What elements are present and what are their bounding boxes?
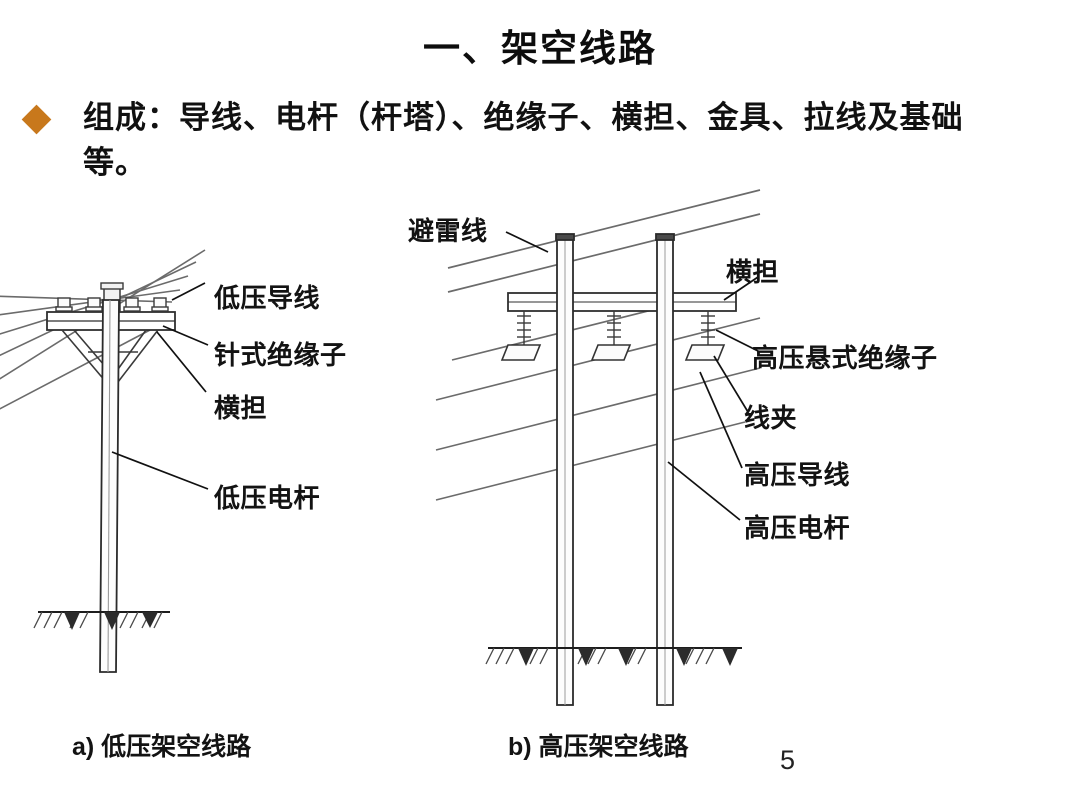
label-crossarm-a: 横担 [214, 393, 268, 423]
diamond-bullet-icon [21, 104, 52, 135]
figure-b-drawing [435, 189, 761, 706]
page-number: 5 [780, 745, 796, 775]
label-line-clamp: 线夹 [744, 403, 798, 433]
figure-b-leader-lines [505, 231, 761, 521]
figure-a-caption: a) 低压架空线路 [72, 733, 252, 761]
label-pin-insulator: 针式绝缘子 [214, 340, 347, 370]
label-lightning-protection-wire: 避雷线 [408, 216, 488, 246]
suspension-insulator-2 [590, 311, 632, 361]
figure-b-ground-hatch [485, 647, 738, 666]
suspension-insulator-3 [684, 311, 726, 361]
figure-b-pole-2 [655, 233, 675, 706]
figure-a-leader-lines [111, 282, 209, 490]
label-high-voltage-suspension-insulator: 高压悬式绝缘子 [752, 343, 938, 373]
figure-a-pin-insulators [55, 282, 169, 313]
label-low-voltage-conductor: 低压导线 [214, 283, 321, 313]
figure-b-crossarm [507, 292, 737, 312]
lightning-protection-wire [447, 189, 761, 293]
figure-b-caption: b) 高压架空线路 [508, 733, 689, 761]
figure-a-braces [61, 329, 159, 383]
bullet-item: 组成：导线、电杆（杆塔）、绝缘子、横担、金具、拉线及基础等。 [21, 96, 1046, 186]
high-voltage-conductors [435, 297, 761, 501]
label-low-voltage-pole: 低压电杆 [214, 483, 321, 513]
figure-a-ground-hatch [33, 611, 163, 630]
label-high-voltage-pole: 高压电杆 [744, 513, 851, 543]
label-high-voltage-conductor: 高压导线 [744, 460, 851, 490]
figure-a-drawing [0, 249, 209, 673]
suspension-insulator-1 [500, 311, 542, 361]
figure-a-crossarm [46, 311, 176, 331]
page-title: 一、架空线路 [423, 28, 657, 69]
figure-a-pole [99, 299, 120, 673]
low-voltage-conductors [0, 249, 206, 410]
label-crossarm-b: 横担 [726, 257, 780, 287]
figure-b-pole-1 [555, 233, 575, 706]
bullet-text: 组成：导线、电杆（杆塔）、绝缘子、横担、金具、拉线及基础等。 [83, 100, 964, 180]
